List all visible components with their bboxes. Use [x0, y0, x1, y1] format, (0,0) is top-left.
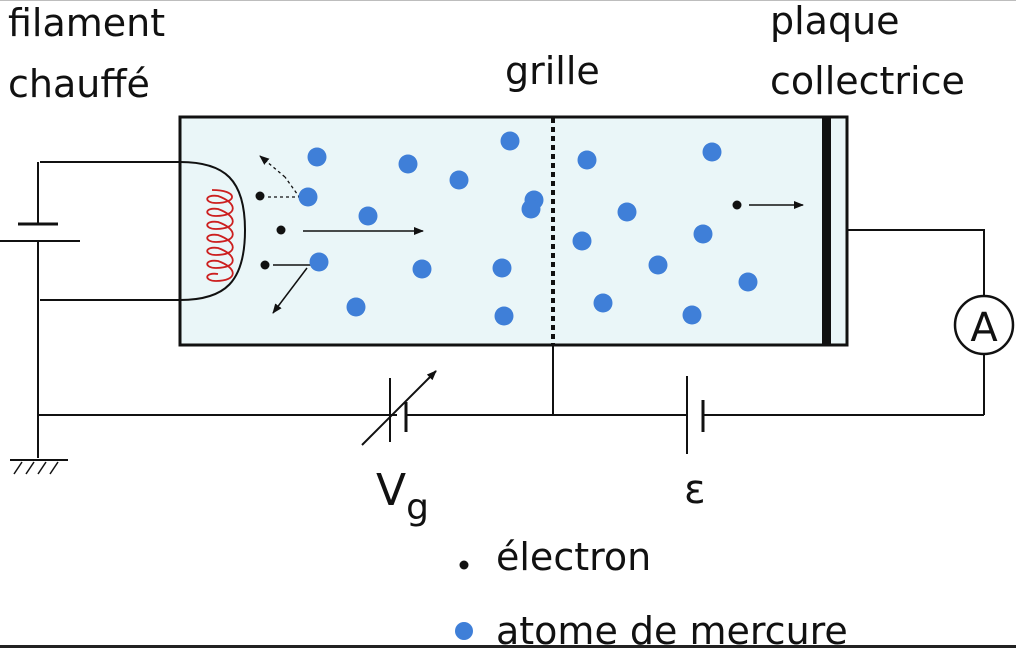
mercury-atom: [449, 170, 469, 190]
mercury-atom: [298, 187, 318, 207]
collector-plate: [822, 118, 831, 344]
mercury-atom: [307, 147, 327, 167]
mercury-atom: [702, 142, 722, 162]
mercury-atom: [358, 206, 378, 226]
filament-loop-wire: [40, 161, 247, 301]
plate-label-line1: plaque: [770, 0, 900, 43]
filament-label-line1: filament: [8, 1, 166, 45]
mercury-atom: [500, 131, 520, 151]
vg-label-subscript: g: [406, 487, 429, 528]
legend-atom-label: atome de mercure: [496, 609, 848, 648]
variable-arrow-icon: [361, 370, 437, 446]
mercury-atom: [346, 297, 366, 317]
electrons: [255, 191, 742, 270]
electron-dot: [276, 225, 286, 235]
emf-label: ε: [684, 467, 706, 513]
wire: [847, 229, 985, 296]
mercury-atom: [593, 293, 613, 313]
vg-label: Vg: [376, 465, 429, 528]
electron-dot: [732, 200, 742, 210]
legend-electron-label: électron: [496, 535, 651, 579]
mercury-atom: [682, 305, 702, 325]
legend-electron-icon: [459, 560, 469, 570]
filament-coil: [206, 189, 234, 282]
top-border: [0, 0, 1016, 1]
mercury-atom: [572, 231, 592, 251]
plate-label-line2: collectrice: [770, 59, 965, 103]
scatter-path: [284, 176, 301, 199]
mercury-atom: [577, 150, 597, 170]
mercury-atom: [648, 255, 668, 275]
tube: [178, 115, 849, 347]
collision-arrow: [272, 267, 308, 314]
bottom-border: [0, 645, 1016, 648]
mercury-atom: [738, 272, 758, 292]
mercury-atom: [398, 154, 418, 174]
mercury-atom: [693, 224, 713, 244]
ammeter-icon: [953, 294, 1015, 356]
filament-label-line2: chauffé: [8, 62, 150, 106]
mercury-atom: [617, 202, 637, 222]
mercury-atoms: [298, 131, 758, 326]
electron-dot: [260, 260, 270, 270]
ammeter-label: A: [970, 305, 998, 351]
ground-hatch-icon: [13, 461, 59, 475]
mercury-atom: [309, 252, 329, 272]
grid-label: grille: [505, 49, 600, 93]
electron-dot: [255, 191, 265, 201]
mercury-atom: [492, 258, 512, 278]
mercury-atom: [412, 259, 432, 279]
legend-atom-icon: [455, 622, 473, 640]
vg-label-main: V: [376, 465, 406, 516]
mercury-atom: [494, 306, 514, 326]
mercury-atom: [521, 199, 541, 219]
